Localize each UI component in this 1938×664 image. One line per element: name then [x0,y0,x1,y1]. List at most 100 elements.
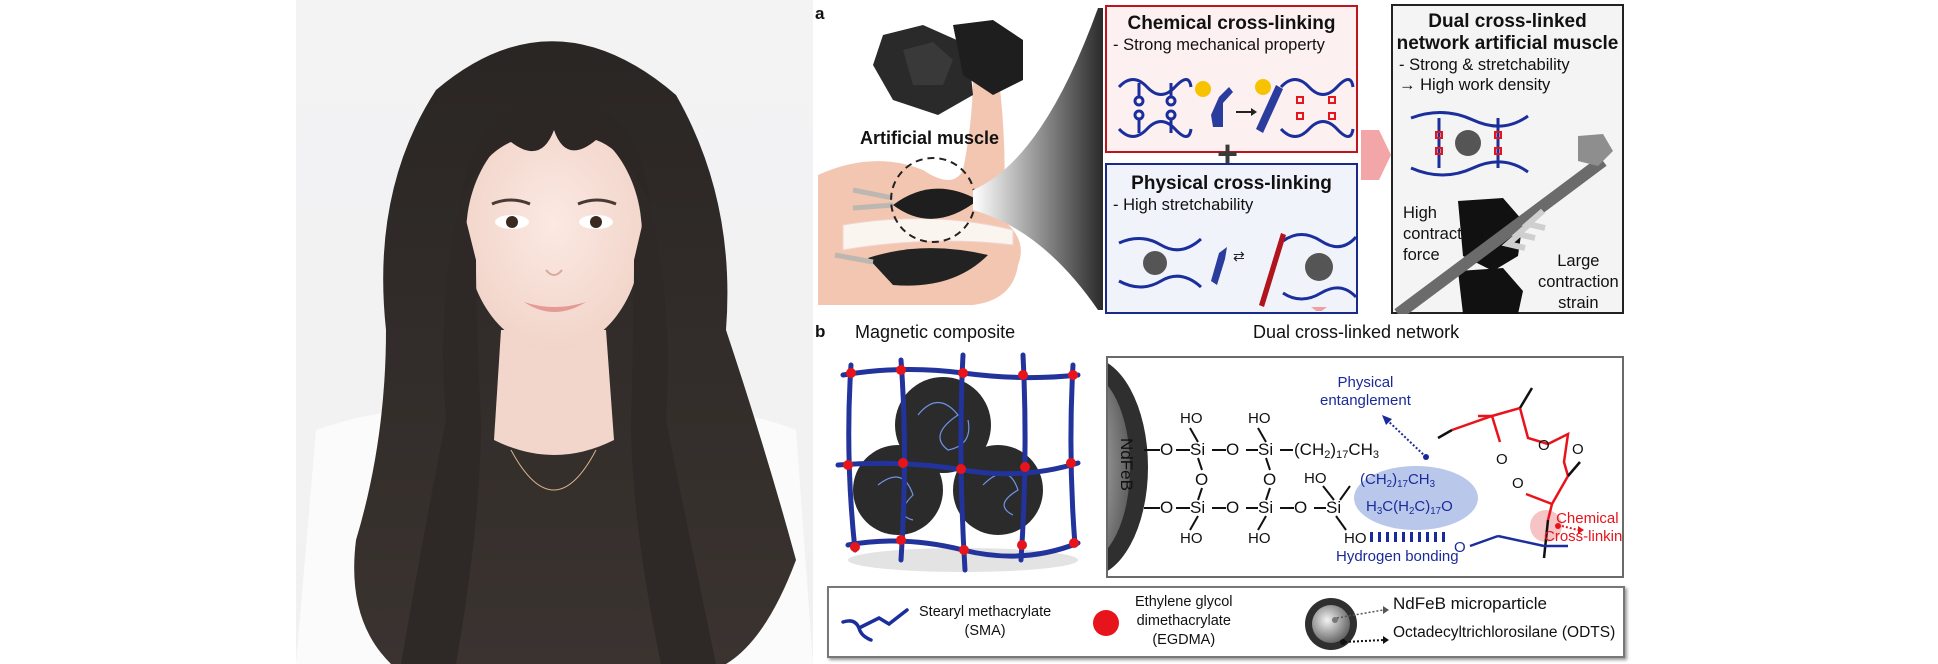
plus-icon: + [1217,133,1239,174]
o-atom: O [1160,440,1174,459]
dual-network-box: Dual cross-linked network artificial mus… [1391,4,1624,314]
ho-label: HO [1248,410,1271,427]
sma-name: Stearyl methacrylate [919,604,1052,620]
hydrogen-bonding-label: Hydrogen bonding [1336,548,1459,565]
ho-label: HO [1180,530,1203,547]
dual-title-line1: Dual cross-linked [1428,11,1587,32]
bangs [461,97,651,205]
egdma-line2: dimethacrylate [1136,613,1231,629]
entanglement-pointer-arrow [1382,415,1429,460]
mouth [524,302,586,312]
zoom-cone [973,8,1103,310]
si-atom: Si [1190,498,1206,517]
force-line1: High [1403,204,1437,222]
light-dumbbell-icon [1578,134,1613,166]
panel-a-label: a [815,4,825,23]
chemical-crosslinking-box: Chemical cross-linking - Strong mechanic… [1105,5,1358,153]
o-atom: O [1226,440,1240,459]
nose [545,269,563,276]
si-atom: Si [1326,498,1342,517]
dual-property-line2: → High work density [1399,76,1551,94]
crosslink-pointer-arrow [1561,525,1579,531]
stearyl-chain-2: H3C(H2C)17O [1366,498,1453,517]
portrait-illustration [296,41,813,664]
legend-box: Stearyl methacrylate (SMA) Ethylene glyc… [827,586,1625,658]
chemical-crosslinking-schematic [1117,78,1355,138]
octadecyl-chain-top: (CH2)17CH3 [1294,440,1380,461]
siloxane-bonds [1144,427,1351,531]
chemical-crosslinking-line2: Cross-linking [1544,528,1624,545]
egdma-line1: Ethylene glycol [1135,594,1233,610]
o-atom: O [1160,498,1174,517]
dual-network-schematic [1394,110,1613,314]
egdma-dot-icon [1093,610,1119,636]
o-atom: O [1226,498,1240,517]
physical-entanglement-label: Physical entanglement [1320,374,1411,410]
physical-crosslinking-box: Physical cross-linking - High stretchabi… [1105,163,1358,314]
si-atom: Si [1190,440,1206,459]
muscle-upper [893,188,978,219]
dumbbell-icon [873,20,1023,115]
chemical-crosslinking-label: Chemical Cross-linking [1544,510,1624,546]
arm [818,72,1021,305]
ho-label: HO [1180,410,1203,427]
chemical-structure-box: NdFeB HO HO O Si O Si (CH2)17CH3 [1106,356,1624,578]
chemical-crosslinking-property: - Strong mechanical property [1113,36,1325,54]
high-contraction-force-label: High contraction force [1403,203,1484,266]
o-atom: O [1294,498,1308,517]
sun-icon [1255,79,1271,95]
force-line2: contraction [1403,225,1484,243]
bone [842,218,1014,251]
scientific-figure: a Artificial muscle [813,0,1938,664]
magnetic-composite-illustration [835,352,1081,573]
svg-text:O: O [1538,437,1550,454]
stretch-arrow-down [1311,307,1327,311]
face [466,120,642,350]
force-line3: force [1403,246,1440,264]
egdma-crosslinks [843,365,1079,555]
particle [1143,251,1167,275]
o-atom: O [1195,470,1209,489]
sma-abbr: (SMA) [964,623,1006,639]
chemical-crosslinking-line1: Chemical [1556,510,1619,527]
ndfeb-particles [853,377,1043,535]
legend-sma: Stearyl methacrylate (SMA) [919,603,1051,641]
strain-line1: Large [1557,252,1600,270]
dual-title-line2: network artificial muscle [1396,33,1619,54]
necklace [510,449,597,491]
large-contraction-strain-label: Large contraction strain [1538,251,1619,314]
panel-b-label: b [815,322,826,341]
muscle-lower [868,248,988,286]
entanglement-bubble [1354,466,1478,530]
equilibrium-icon: ⇄ [1233,248,1245,264]
ho-label: HO [1344,530,1367,547]
physical-entanglement-line1: Physical [1337,374,1394,391]
dual-network-title: Dual cross-linked network [1253,322,1460,342]
crosslink-highlight [1530,510,1562,542]
artificial-muscle-label: Artificial muscle [860,128,1000,148]
physical-crosslinking-title: Physical cross-linking [1131,173,1332,194]
legend-egdma: Ethylene glycol dimethacrylate (EGDMA) [1135,593,1233,650]
stretched-chain [1259,233,1286,307]
artificial-muscle-illustration [818,8,1103,310]
dual-property-line1: - Strong & stretchability [1399,56,1570,74]
magnetic-composite-title: Magnetic composite [855,322,1016,342]
ndfeb-legend-label: NdFeB microparticle [1393,594,1547,613]
si-atom: Si [1258,440,1274,459]
odts-legend-label: Octadecyltrichlorosilane (ODTS) [1393,624,1616,641]
svg-text:O: O [1572,441,1584,458]
strain-line2: contraction [1538,273,1619,291]
egdma-structure: O O O O O [1437,387,1584,559]
contraction-bar [1394,156,1607,314]
chemical-crosslinking-title: Chemical cross-linking [1127,13,1336,34]
combine-arrow-icon [1361,130,1391,180]
ho-label: HO [1304,470,1327,487]
si-atom: Si [1258,498,1274,517]
o-atom: O [1263,470,1277,489]
physical-entanglement-line2: entanglement [1320,392,1411,409]
hydrogen-bond-dashes [1370,532,1445,542]
sun-icon [1195,81,1211,97]
physical-crosslinking-schematic: ⇄ [1118,233,1356,311]
physical-crosslinking-property: - High stretchability [1113,196,1254,214]
svg-text:O: O [1454,539,1466,556]
